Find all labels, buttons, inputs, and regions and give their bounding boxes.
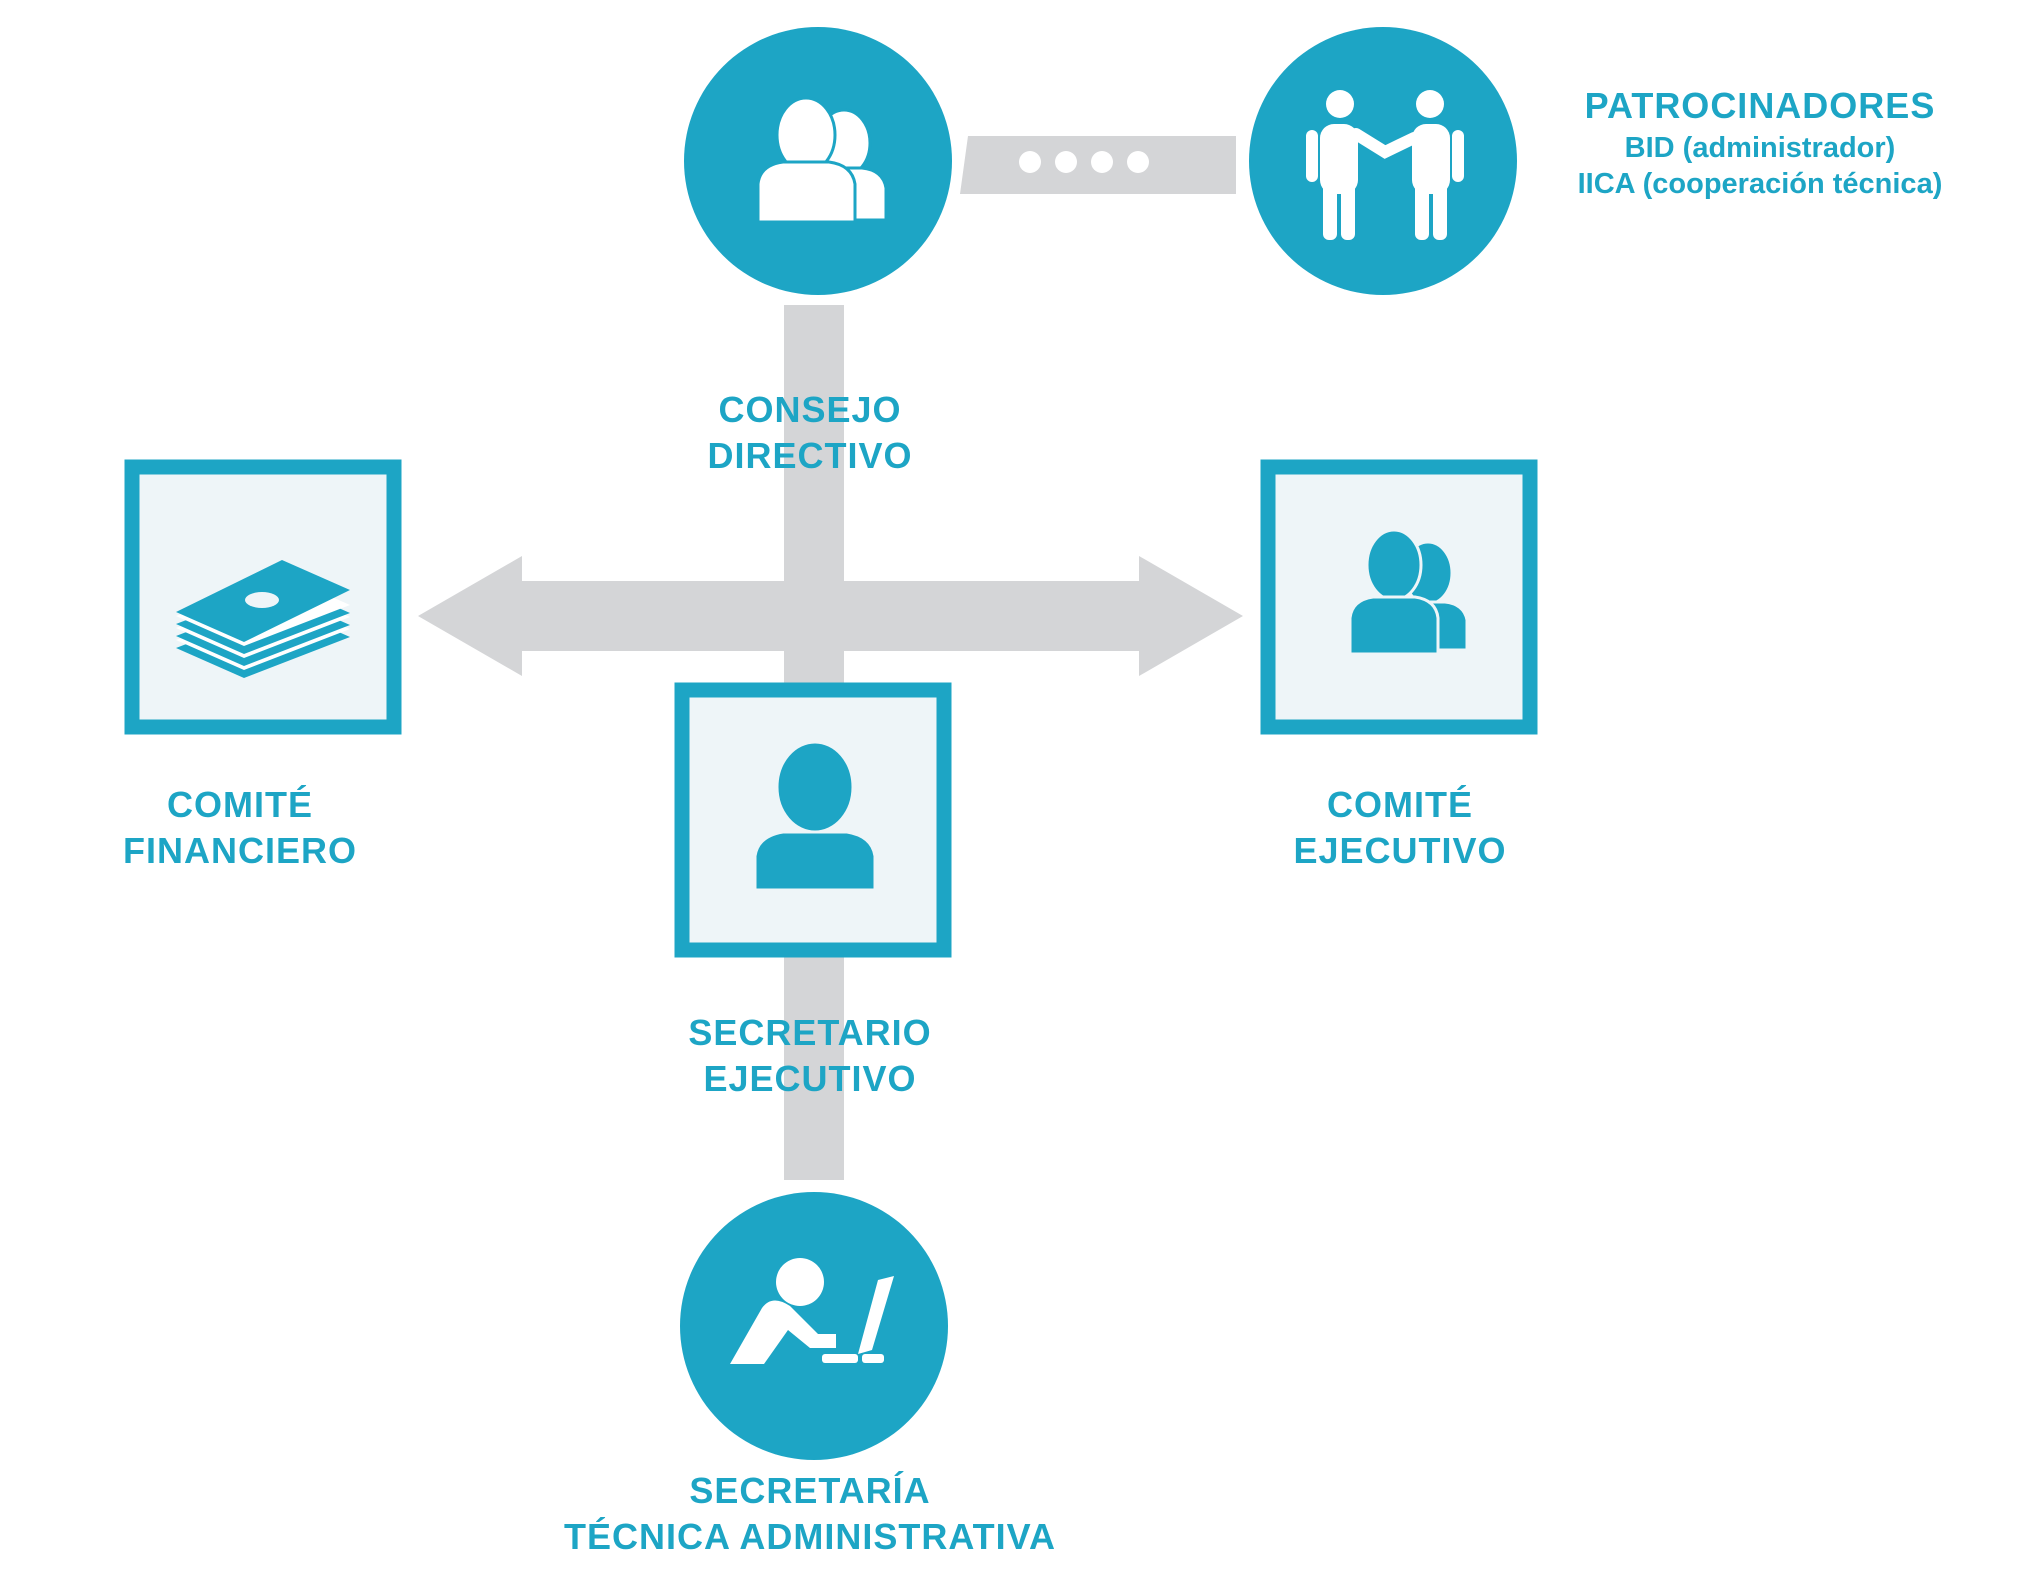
double-arrow-connector — [418, 556, 1243, 676]
label-line-1: COMITÉ — [1327, 784, 1473, 825]
label-line-1: SECRETARÍA — [689, 1470, 931, 1511]
label-line-1: SECRETARIO — [688, 1012, 932, 1053]
sponsor-line-bid: BID (administrador) — [1624, 132, 1896, 164]
label-line-2: TÉCNICA ADMINISTRATIVA — [564, 1516, 1056, 1557]
people-icon — [1348, 528, 1469, 656]
sponsor-line-iica: IICA (cooperación técnica) — [1577, 168, 1943, 200]
secretaria-tecnica-node — [680, 1192, 948, 1460]
consejo-directivo-label: CONSEJO DIRECTIVO — [640, 387, 980, 479]
money-stack-icon — [176, 560, 350, 678]
label-line-1: CONSEJO — [718, 389, 902, 430]
secretario-ejecutivo-node — [674, 682, 952, 958]
comite-ejecutivo-label: COMITÉ EJECUTIVO — [1230, 782, 1570, 874]
comite-financiero-node — [124, 459, 402, 735]
label-line-2: FINANCIERO — [123, 830, 357, 871]
patrocinadores-label: PATROCINADORES BID (administrador) IICA … — [1500, 82, 2020, 202]
person-icon — [753, 740, 877, 892]
people-icon — [756, 96, 888, 224]
comite-ejecutivo-node — [1260, 459, 1538, 735]
label-line-2: EJECUTIVO — [703, 1058, 917, 1099]
handshake-icon — [1306, 90, 1464, 240]
secretaria-tecnica-label: SECRETARÍA TÉCNICA ADMINISTRATIVA — [460, 1468, 1160, 1560]
sponsor-connector — [960, 136, 1236, 194]
comite-financiero-label: COMITÉ FINANCIERO — [70, 782, 410, 874]
computer-user-icon — [730, 1258, 894, 1364]
label-line-2: DIRECTIVO — [707, 435, 913, 476]
label-line-1: COMITÉ — [167, 784, 313, 825]
patrocinadores-title: PATROCINADORES — [1584, 85, 1936, 126]
secretario-ejecutivo-label: SECRETARIO EJECUTIVO — [620, 1010, 1000, 1102]
patrocinadores-node — [1249, 27, 1517, 295]
consejo-directivo-node — [684, 27, 952, 295]
label-line-2: EJECUTIVO — [1293, 830, 1507, 871]
